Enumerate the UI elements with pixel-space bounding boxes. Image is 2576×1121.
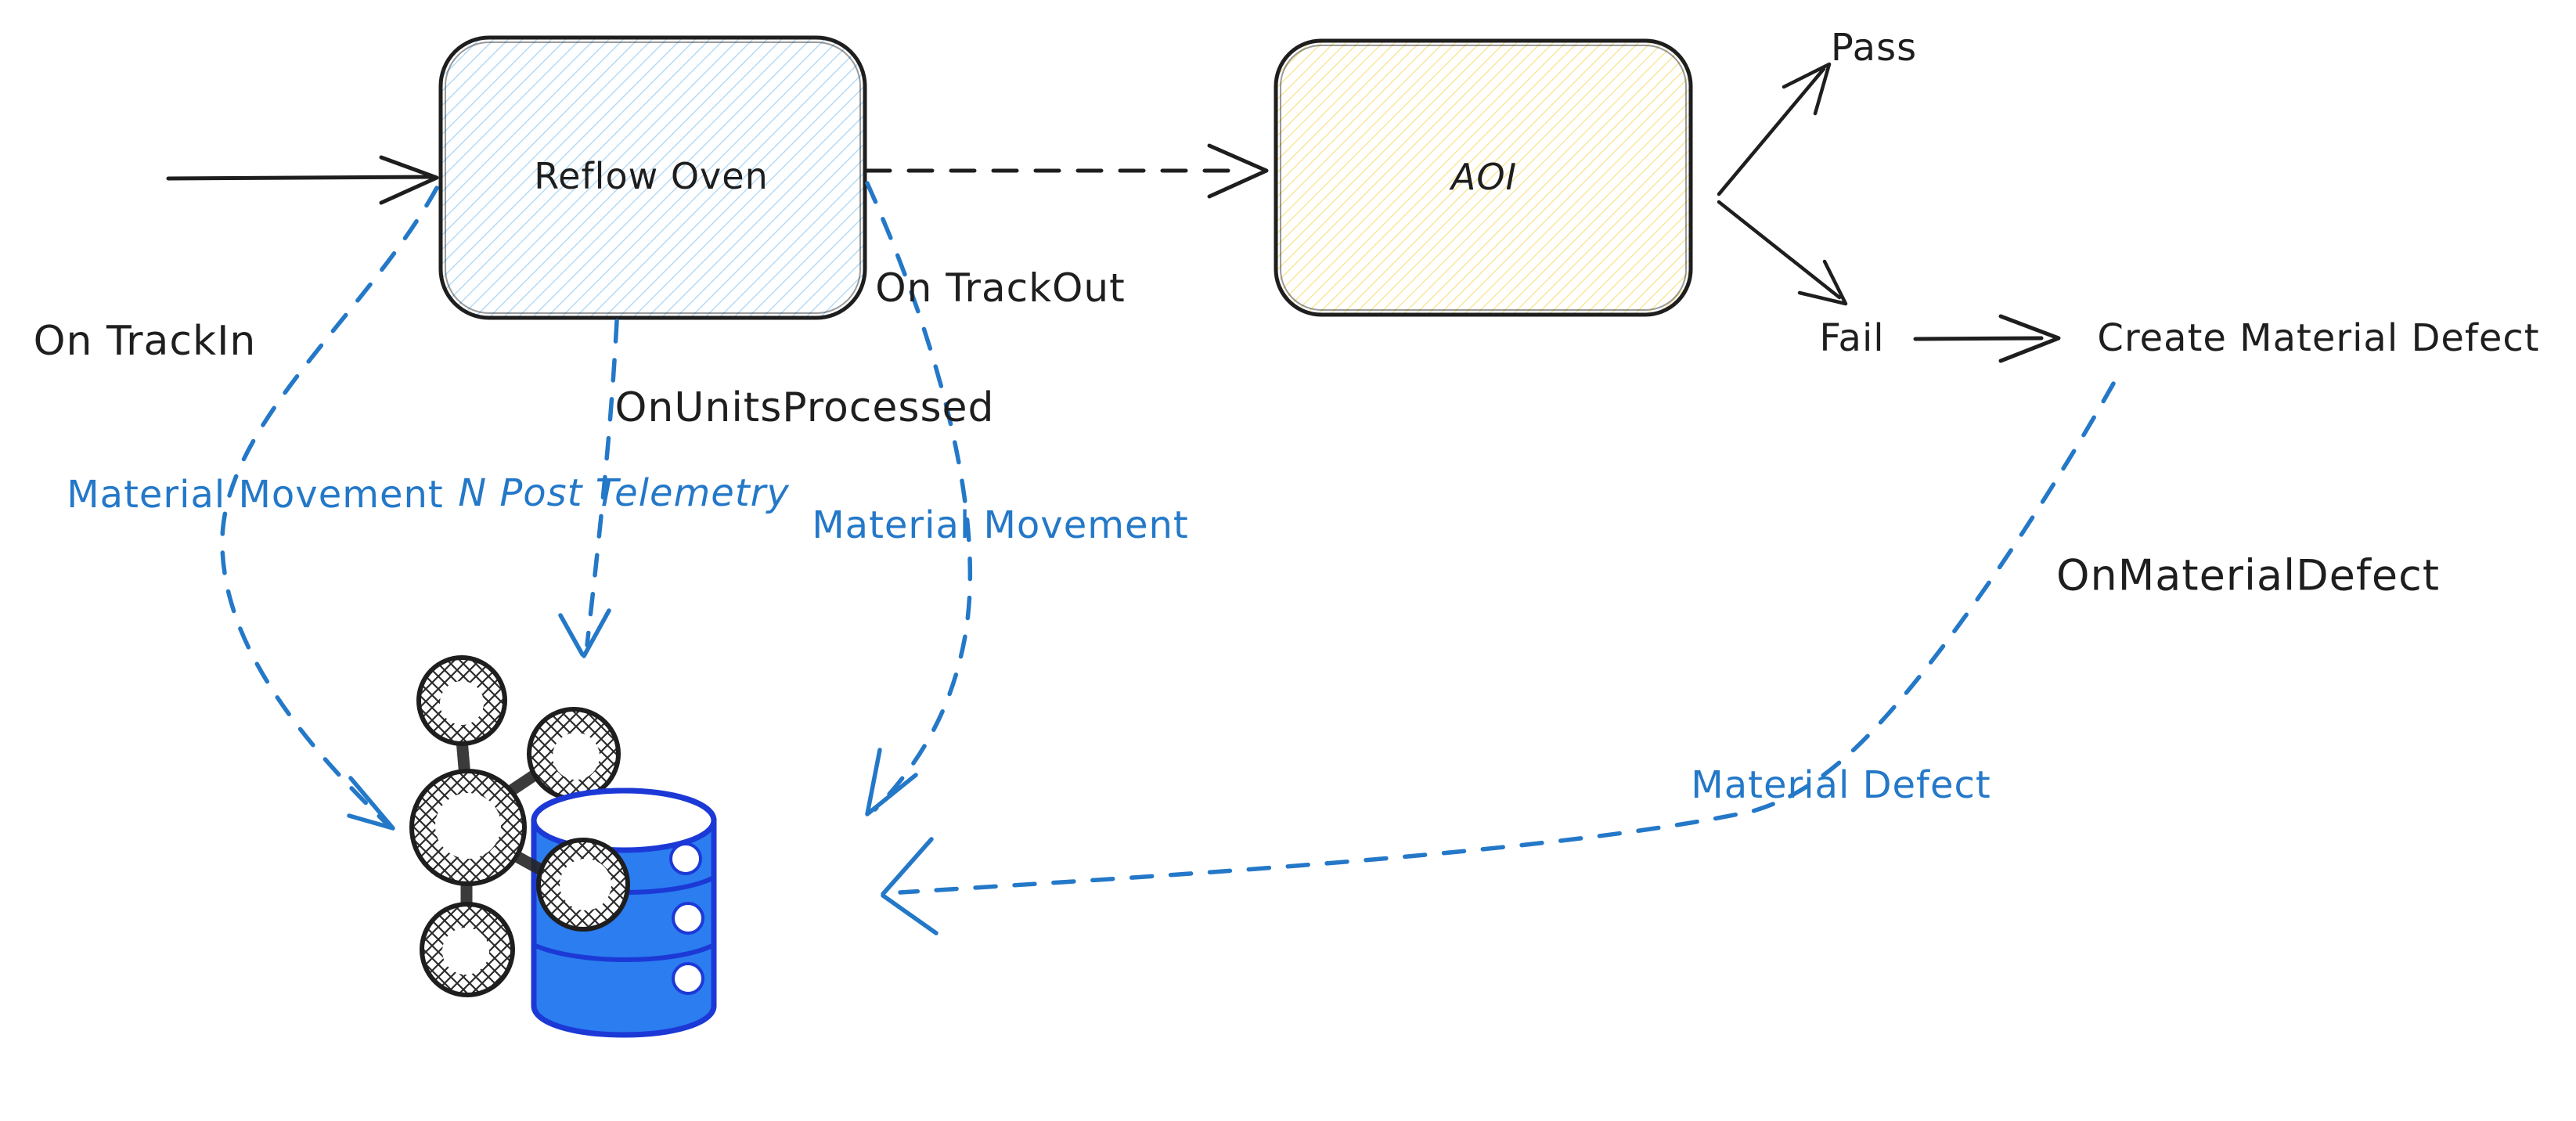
post-telemetry-arrow (558, 319, 619, 658)
label-on-track-out: On TrackOut (875, 265, 1126, 311)
label-material-movement-right: Material Movement (812, 503, 1189, 547)
aoi-label: AOI (1450, 156, 1518, 198)
aoi-node (1274, 38, 1693, 317)
material-defect-arrow (881, 381, 2116, 935)
create-defect-arrow (1913, 314, 2061, 363)
label-material-defect: Material Defect (1691, 763, 1991, 807)
graph-node-upper-right (527, 707, 621, 801)
material-movement-right-arrow (865, 181, 973, 816)
label-create-material-defect: Create Material Defect (2097, 316, 2540, 360)
graph-node-center (409, 769, 527, 886)
graph-node-bottom (420, 902, 515, 997)
label-material-movement-left: Material Movement (67, 473, 444, 517)
pass-arrow (1717, 62, 1832, 196)
input-arrow (166, 155, 439, 205)
label-pass: Pass (1830, 26, 1918, 70)
label-on-units-processed: OnUnitsProcessed (614, 384, 995, 431)
label-on-material-defect: OnMaterialDefect (2055, 550, 2441, 600)
graph-icon (409, 655, 621, 997)
graph-node-top (416, 655, 507, 746)
label-fail: Fail (1819, 316, 1885, 360)
reflow-oven-node (438, 35, 867, 320)
material-movement-left-arrow (220, 186, 439, 831)
trackout-arrow (864, 143, 1269, 199)
graph-node-overlap (513, 838, 630, 932)
fail-arrow (1717, 200, 1848, 306)
label-n-post-telemetry: N Post Telemetry (458, 471, 790, 515)
reflow-oven-label: Reflow Oven (534, 155, 769, 197)
label-on-track-in: On TrackIn (33, 318, 257, 365)
